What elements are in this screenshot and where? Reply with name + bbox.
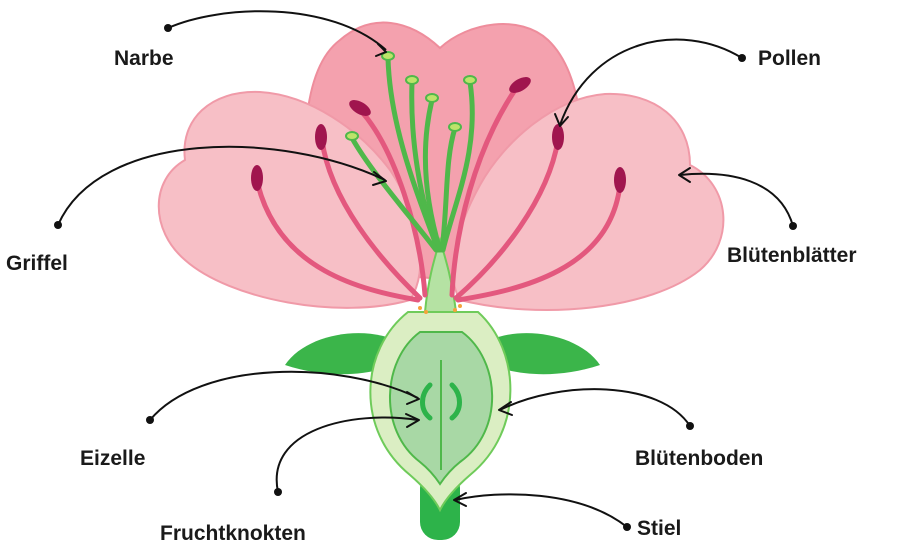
label-pollen: Pollen [758, 47, 821, 70]
label-fruchtknoten: Fruchtknokten [160, 522, 306, 545]
label-griffel: Griffel [6, 252, 68, 275]
label-bluetenboden: Blütenboden [635, 447, 763, 470]
label-stiel: Stiel [637, 517, 681, 540]
label-bluetenblaetter: Blütenblätter [727, 244, 857, 267]
label-eizelle: Eizelle [80, 447, 145, 470]
label-narbe: Narbe [114, 47, 174, 70]
